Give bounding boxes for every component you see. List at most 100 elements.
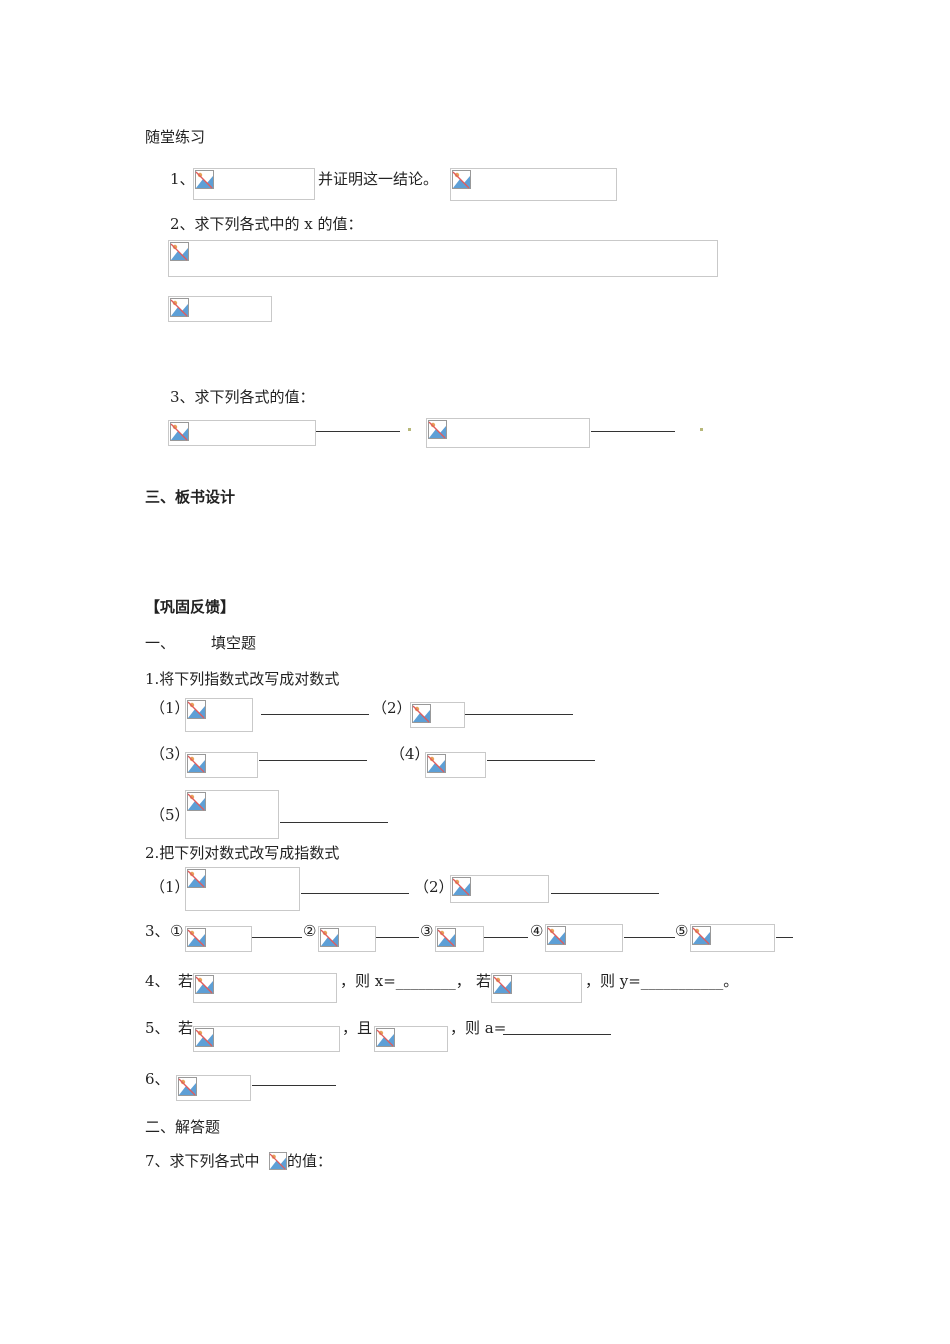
- answer-blank: [316, 431, 400, 432]
- broken-image-icon: [269, 1152, 287, 1170]
- broken-image-icon: [187, 869, 206, 888]
- answer-blank: [465, 714, 573, 715]
- broken-image-icon: [187, 754, 206, 773]
- formula-image-placeholder: [425, 752, 486, 778]
- answer-blank: [776, 937, 793, 938]
- formula-image-placeholder: [168, 296, 272, 322]
- q3-number: 3、: [145, 922, 170, 940]
- answer-blank: [376, 937, 419, 938]
- formula-image-placeholder: [435, 926, 484, 952]
- broken-image-icon: [547, 926, 566, 945]
- q4-number: 4、: [145, 972, 170, 990]
- q3-item-label: ②: [303, 922, 317, 940]
- formula-image-placeholder: [374, 1026, 448, 1052]
- marker-dot: [700, 428, 703, 431]
- broken-image-icon: [187, 700, 206, 719]
- broken-image-icon: [170, 422, 189, 441]
- formula-image-placeholder: [193, 1026, 340, 1052]
- answer-blank: [591, 431, 675, 432]
- q6-number: 6、: [145, 1070, 170, 1088]
- broken-image-icon: [170, 298, 189, 317]
- q2-item-label: （1）: [150, 878, 190, 896]
- q1-item-label: （3）: [150, 745, 190, 763]
- formula-image-placeholder: [193, 168, 315, 200]
- q5-and: ，且: [342, 1019, 373, 1037]
- q7-text-b: 的值：: [287, 1152, 333, 1170]
- formula-image-placeholder: [168, 240, 718, 277]
- q1-item-label: （1）: [150, 699, 190, 717]
- formula-image-placeholder: [185, 752, 258, 778]
- answer-blank: [261, 714, 369, 715]
- broken-image-icon: [437, 928, 456, 947]
- q1-item-label: （2）: [372, 699, 412, 717]
- answer-blank: [301, 893, 409, 894]
- q4-if-1: 若: [178, 972, 194, 990]
- formula-image-placeholder: [185, 867, 300, 911]
- part1-number: 一、: [145, 634, 176, 652]
- broken-image-icon: [493, 975, 512, 994]
- broken-image-icon: [187, 792, 206, 811]
- answer-blank: [484, 937, 528, 938]
- q4-then-x: ，则 x=________，: [340, 972, 471, 990]
- broken-image-icon: [170, 242, 189, 261]
- answer-blank: [259, 760, 367, 761]
- broken-image-icon: [428, 420, 447, 439]
- q2-item-label: （2）: [414, 878, 454, 896]
- broken-image-icon: [320, 928, 339, 947]
- formula-image-placeholder: [450, 875, 549, 903]
- feedback-title: 【巩固反馈】: [145, 598, 236, 616]
- broken-image-icon: [195, 1028, 214, 1047]
- q4-then-y: ，则 y=___________。: [585, 972, 739, 990]
- q5-then: ，则 a=: [450, 1019, 507, 1037]
- answer-blank: [252, 1085, 336, 1086]
- formula-image-placeholder: [545, 924, 623, 952]
- feedback-q1: 1.将下列指数式改写成对数式: [145, 670, 340, 688]
- q4-if-2: 若: [476, 972, 492, 990]
- broken-image-icon: [452, 170, 471, 189]
- formula-image-placeholder: [450, 168, 617, 201]
- q1-item-label: （4）: [390, 745, 430, 763]
- formula-image-placeholder: [185, 926, 252, 952]
- broken-image-icon: [452, 877, 471, 896]
- q3-item-label: ⑤: [675, 922, 689, 940]
- marker-dot: [408, 428, 411, 431]
- practice-q3: 3、求下列各式的值：: [170, 388, 315, 406]
- q3-item-label: ③: [420, 922, 434, 940]
- answer-blank: [487, 760, 595, 761]
- answer-blank: [624, 937, 675, 938]
- q7-text-a: 7、求下列各式中: [145, 1152, 260, 1170]
- q3-item-label: ④: [530, 922, 544, 940]
- q5-number: 5、: [145, 1019, 170, 1037]
- broken-image-icon: [178, 1077, 197, 1096]
- practice-q1-text: 并证明这一结论。: [318, 170, 439, 188]
- q5-if: 若: [178, 1019, 194, 1037]
- answer-blank: [503, 1034, 611, 1035]
- formula-image-placeholder: [185, 698, 253, 732]
- broken-image-icon: [195, 170, 214, 189]
- q1-item-label: （5）: [150, 806, 190, 824]
- broken-image-icon: [692, 926, 711, 945]
- formula-image-placeholder: [269, 1152, 287, 1170]
- formula-image-placeholder: [491, 973, 582, 1003]
- practice-q1-number: 1、: [170, 170, 195, 188]
- section-title-blackboard: 三、板书设计: [145, 488, 236, 506]
- formula-image-placeholder: [176, 1075, 251, 1101]
- formula-image-placeholder: [185, 790, 279, 839]
- part2-heading: 二、解答题: [145, 1118, 221, 1136]
- part1-label: 填空题: [211, 634, 257, 652]
- practice-heading: 随堂练习: [145, 128, 206, 146]
- practice-q2: 2、求下列各式中的 x 的值：: [170, 215, 363, 233]
- broken-image-icon: [195, 975, 214, 994]
- answer-blank: [551, 893, 659, 894]
- answer-blank: [280, 822, 388, 823]
- formula-image-placeholder: [410, 702, 465, 728]
- broken-image-icon: [412, 704, 431, 723]
- broken-image-icon: [376, 1028, 395, 1047]
- broken-image-icon: [187, 928, 206, 947]
- formula-image-placeholder: [690, 924, 775, 952]
- formula-image-placeholder: [168, 420, 316, 446]
- q3-item-label: ①: [170, 922, 184, 940]
- formula-image-placeholder: [193, 973, 337, 1003]
- answer-blank: [252, 937, 302, 938]
- formula-image-placeholder: [318, 926, 376, 952]
